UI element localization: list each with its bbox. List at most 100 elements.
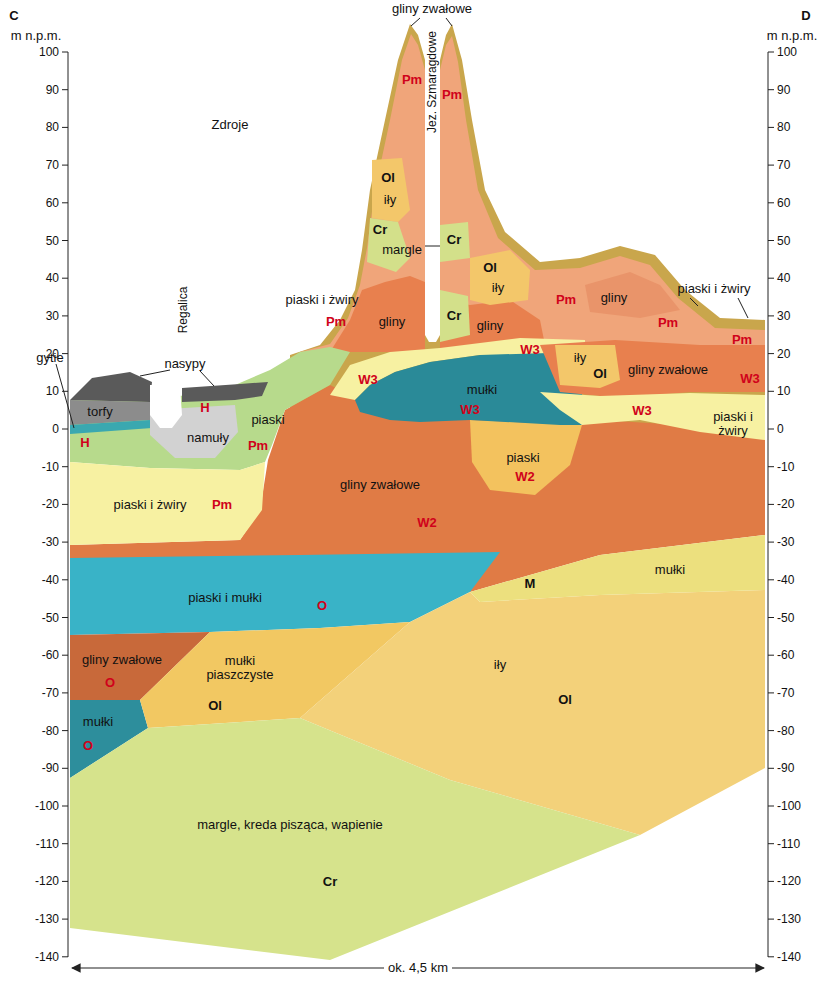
axis-value: 80 — [777, 120, 790, 134]
stratigraphy-code: Ol — [558, 693, 572, 707]
stratigraphy-code: Ol — [483, 261, 497, 275]
stratigraphy-code: O — [317, 599, 327, 613]
marl-marker — [425, 246, 440, 247]
layer-label: gytie — [36, 351, 63, 365]
axis-value: -140 — [777, 950, 801, 964]
layer-label: piaski — [251, 413, 284, 427]
stratigraphy-code: W2 — [417, 516, 437, 530]
axis-value: -40 — [777, 573, 794, 587]
layer-label: gliny zwałowe — [340, 478, 420, 492]
gravel-layer — [540, 392, 765, 440]
axis-tick — [62, 692, 68, 693]
stratigraphy-code: W3 — [460, 403, 480, 417]
axis-tick — [768, 806, 774, 807]
stratigraphy-code: Pm — [732, 333, 752, 347]
axis-value: 30 — [777, 309, 790, 323]
axis-tick — [768, 315, 774, 316]
clay-layer — [470, 250, 530, 305]
layer-label: piaski i żwiry — [286, 293, 359, 307]
axis-tick — [62, 391, 68, 392]
layer-label: nasypy — [164, 357, 205, 371]
leader-line — [690, 298, 698, 306]
layer-label: piaski i żwiry — [678, 282, 751, 296]
axis-value: -140 — [35, 950, 59, 964]
layer-label: gliny — [379, 315, 406, 329]
axis-value: -130 — [35, 912, 59, 926]
stratigraphy-code: Pm — [248, 439, 268, 453]
stratigraphy-code: Pm — [442, 88, 462, 102]
axis-value: -50 — [42, 611, 59, 625]
layer-label: mułki piaszczyste — [195, 654, 285, 682]
axis-tick — [768, 353, 774, 354]
axis-tick — [62, 655, 68, 656]
axis-value: -70 — [777, 686, 794, 700]
stratigraphy-code: Pm — [658, 316, 678, 330]
layer-label: gliny zwałowe — [392, 2, 472, 16]
axis-tick — [62, 202, 68, 203]
layer-label: gliny zwałowe — [82, 653, 162, 667]
stratigraphy-code: O — [105, 676, 115, 690]
hill-surface-layer — [290, 24, 765, 440]
stratigraphy-code: Pm — [556, 293, 576, 307]
marl-layer — [440, 290, 470, 342]
axis-tick — [768, 956, 774, 957]
axis-tick — [768, 240, 774, 241]
fill-layer — [70, 372, 152, 402]
layer-label: iły — [494, 658, 506, 672]
axis-tick — [62, 429, 68, 430]
axis-tick — [62, 89, 68, 90]
layer-label: piaski — [506, 451, 539, 465]
axis-value: 50 — [46, 234, 59, 248]
layer-label: piaski i mułki — [188, 591, 262, 605]
layer-label: iły — [492, 281, 504, 295]
axis-tick — [768, 202, 774, 203]
axis-value: 50 — [777, 234, 790, 248]
leader-line — [411, 18, 420, 26]
layer-label: gliny zwałowe — [628, 363, 708, 377]
stratigraphy-code: H — [200, 401, 209, 415]
layer-label: mułki — [655, 563, 685, 577]
layer-label: piaski i żwiry — [114, 498, 187, 512]
leader-line — [200, 371, 214, 386]
axis-tick — [62, 278, 68, 279]
axis-value: 20 — [777, 347, 790, 361]
stratigraphy-code: Ol — [381, 171, 395, 185]
axis-tick — [768, 768, 774, 769]
axis-ticks — [62, 52, 774, 957]
layer-label: margle — [382, 243, 422, 257]
till-layer — [540, 340, 765, 398]
stratigraphy-code: Ol — [593, 367, 607, 381]
stratigraphy-code: Pm — [326, 315, 346, 329]
axis-tick — [768, 655, 774, 656]
axis-value: 100 — [39, 45, 59, 59]
axis-tick — [768, 504, 774, 505]
axis-value: -60 — [777, 648, 794, 662]
layer-label: piaski i żwiry — [707, 410, 759, 438]
layer-label: gliny — [477, 319, 504, 333]
axis-tick — [768, 730, 774, 731]
axis-value: -110 — [36, 837, 59, 851]
stratigraphy-code: Cr — [323, 875, 337, 889]
axis-value: 0 — [777, 422, 784, 436]
stratigraphy-code: M — [525, 577, 536, 591]
marl-layer — [440, 222, 470, 262]
stratigraphy-code: Pm — [402, 73, 422, 87]
axis-value: -80 — [777, 724, 794, 738]
axis-value: -70 — [42, 686, 59, 700]
axis-tick — [62, 806, 68, 807]
axis-value: 90 — [46, 83, 59, 97]
axis-tick — [62, 542, 68, 543]
axis-tick — [62, 768, 68, 769]
marl-layer — [70, 718, 640, 960]
axis-value: 30 — [46, 309, 59, 323]
axis-value: 80 — [46, 120, 59, 134]
axis-tick — [62, 315, 68, 316]
layer-label: iły — [574, 351, 586, 365]
layer-label: mułki — [467, 383, 497, 397]
axis-value: -60 — [42, 648, 59, 662]
leader-line — [446, 18, 452, 26]
axis-value: 60 — [777, 196, 790, 210]
axis-value: -10 — [42, 460, 59, 474]
